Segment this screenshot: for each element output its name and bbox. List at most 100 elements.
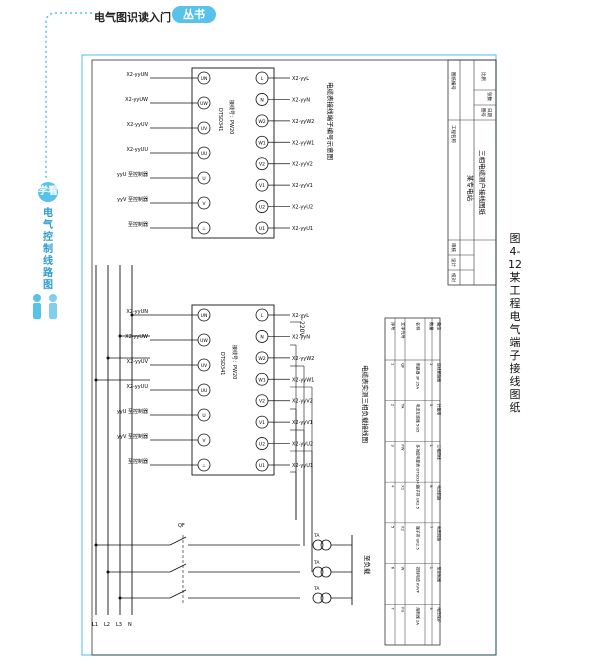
legend-cell: 端子排 UK2.5 [416,526,421,550]
bottom-left-label: X2-yyUV [127,359,149,365]
title-block-cell-3: 张数 [486,92,493,101]
legend-cell: 多功能电能表 DTSD341 [416,444,421,486]
top-right-label: X2-yyU1 [292,226,313,232]
bottom-block-code: DTSD341 [219,352,225,375]
bottom-right-label: X2-yyU1 [292,463,313,469]
tap-dot [118,334,122,338]
bottom-right-pin: V1 [259,420,265,426]
top-right-pin: L [261,76,264,82]
top-right-pin: V2 [259,162,265,168]
bottom-left-label: yyV 至控制器 [117,433,148,440]
top-right-pin: W1 [258,140,265,146]
voltage-label: ~220V [298,316,305,337]
series-title: 电气图识读入门 [94,11,171,24]
title-block-left-2: 设计 [450,258,457,267]
top-right-label: X2-yyW2 [292,119,314,125]
legend-cell: 1 [391,363,396,366]
ct-label: TA [313,560,320,566]
tap-dot [106,356,110,360]
top-right-pin: N [260,97,263,103]
sidebar-title: 电气控制线路图 [43,208,53,291]
people-icon [33,294,57,319]
top-right-label: X2-yyN [292,97,310,103]
top-block-title: 电缆表接线端子编号示意图 [326,82,335,160]
legend-header: 数量 [428,322,435,330]
meter-block-bottom: UNX2-yyUNUWX2-yyUWUVX2-yyUVUUX2-yyUUUyyU… [117,304,314,476]
title-block [447,59,497,286]
top-left-label: X2-yyUN [126,72,148,78]
bottom-left-pin: UV [201,363,208,369]
bottom-left-pin: UN [201,313,208,319]
legend-cell: 计量用 [437,404,442,416]
legend-cell: 1 [429,444,434,447]
bottom-right-pin: V2 [259,399,265,405]
wiring: TA TA TA [94,265,353,615]
feeder-dot [106,570,110,574]
top-right-pin: W2 [258,119,265,125]
top-right-label: X2-yyL [292,76,309,82]
title-block-right-2: 图号 [480,108,486,117]
bottom-right-pin: N [260,334,263,340]
bottom-left-label: X2-yyUN [126,309,148,315]
bottom-block-title: 电缆表实测三相负载接线图 [361,365,370,443]
bus-label-l1: L1 [92,622,98,628]
legend-cell: 7 [429,526,434,529]
legend-header: 文字代号 [400,322,407,339]
bus-label-l3: L3 [116,622,122,628]
legend-cell: 7 [391,607,396,610]
tap-dot [130,313,134,317]
ct-label: TA [313,586,320,592]
bus-label-n: N [128,622,132,628]
ct-label: TA [313,533,320,539]
breaker-label: QF [178,523,185,529]
legend-cell: 电压回路 [437,526,442,541]
top-left-label: yyV 至控制器 [117,196,148,203]
legend-header: 备注 [436,322,443,331]
legend-cell: 进线断路器 [437,363,442,382]
top-block-model: 接线号：PW20 [228,100,235,134]
legend-cell: QF [401,363,406,368]
legend-cell: 电流回路 [437,485,442,500]
top-right-label: X2-yyV1 [292,183,313,189]
title-block-right-3: 日期 [486,108,492,117]
legend-cell: 8 [429,485,434,488]
feeder-dot [118,596,122,600]
meter-block-top: UNX2-yyUNUWX2-yyUWUVX2-yyUVUUX2-yyUUUyyU… [117,67,314,239]
top-left-label: X2-yyUW [125,97,148,103]
top-left-label: 至控制器 [128,221,148,228]
bottom-left-label: 至控制器 [128,458,148,465]
ct-coil [320,592,332,604]
ct-coil [312,592,324,604]
title-block-left-3: 校对 [450,273,457,282]
legend-cell: X1 [401,485,406,491]
legend-cell: 电压保护 [437,607,442,622]
breaker-contact [169,589,187,599]
bottom-right-pin: U1 [259,463,265,469]
title-block-project: 某专电站 [466,175,475,202]
legend-cell: PW [401,444,406,450]
legend-cell: 熔断器 2A [416,607,421,625]
legend-cell: 3 [391,444,396,447]
inner-frame [91,59,497,656]
top-left-pin: V [202,201,206,207]
legend-cell: 2 [391,404,396,407]
legend-header: 序号 [390,322,397,330]
top-right-label: X2-yyU2 [292,205,313,211]
top-left-label: X2-yyUV [127,122,149,128]
dotted-connector [45,12,92,180]
bottom-right-pin: L [261,313,264,319]
bottom-right-label: X2-yyV2 [292,399,313,405]
top-right-label: X2-yyV2 [292,162,313,168]
legend-cell: 断路器 3P 25A [416,363,421,389]
bottom-right-label: X2-yyN [292,334,310,340]
top-block-code: DTSD341 [217,108,223,131]
legend-cell: 1 [429,363,434,366]
feeder-dot [94,543,98,547]
legend-cell: 3 [429,607,434,610]
bottom-right-label: X2-yyU2 [292,442,313,448]
top-left-pin: U [202,176,205,182]
bottom-block-model: 接线号：PW20 [231,345,238,379]
top-right-label: X2-yyW1 [292,140,314,146]
